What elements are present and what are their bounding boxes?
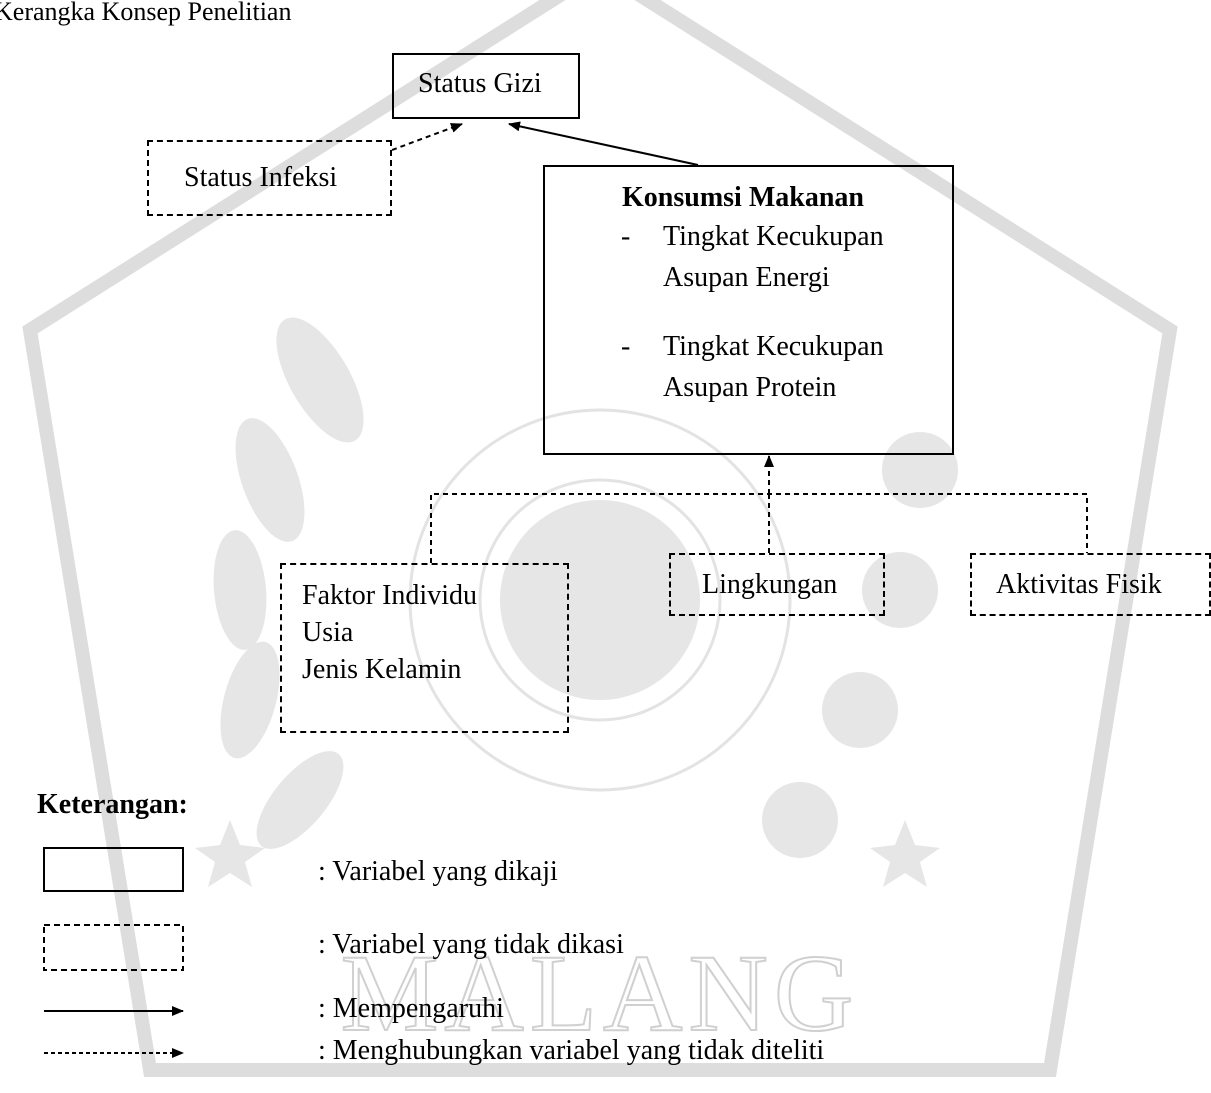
legend-title: Keterangan: xyxy=(37,789,188,820)
watermark-flower xyxy=(882,432,958,508)
node-aktivitas-fisik-label: Aktivitas Fisik xyxy=(996,569,1162,600)
page-heading: Kerangka Konsep Penelitian xyxy=(0,0,292,26)
watermark-flower xyxy=(822,672,898,748)
node-lingkungan: Lingkungan xyxy=(669,553,885,616)
connector-factors-bracket xyxy=(430,493,1088,563)
watermark-star-left xyxy=(195,820,265,887)
watermark-ring xyxy=(408,408,792,792)
arrow-status-infeksi-to-status-gizi xyxy=(391,123,463,151)
watermark-bottom-text: MALANG xyxy=(341,932,860,1054)
watermark-leaf xyxy=(220,641,280,759)
faktor-individu-line: Faktor Individu xyxy=(302,580,477,611)
konsumsi-item-line: Asupan Energi xyxy=(663,262,830,293)
konsumsi-item-line: Tingkat Kecukupan xyxy=(663,221,884,252)
legend-item-label: : Mempengaruhi xyxy=(318,993,504,1024)
node-lingkungan-label: Lingkungan xyxy=(702,569,838,600)
konsumsi-item-line: Asupan Protein xyxy=(663,372,837,403)
watermark-emblem xyxy=(500,500,700,700)
watermark-inner-ring xyxy=(478,478,722,722)
legend-item-label: : Menghubungkan variabel yang tidak dite… xyxy=(318,1035,825,1066)
watermark-pentagon xyxy=(22,0,1178,1077)
faktor-individu-line: Usia xyxy=(302,617,354,648)
arrow-konsumsi-to-status-gizi xyxy=(508,121,699,166)
watermark-flower xyxy=(762,782,838,858)
watermark-leaf xyxy=(256,751,344,849)
node-faktor-individu: Faktor Individu Usia Jenis Kelamin xyxy=(280,563,569,733)
node-status-gizi: Status Gizi xyxy=(392,53,580,119)
watermark-leaf xyxy=(276,317,364,443)
node-status-infeksi: Status Infeksi xyxy=(147,140,392,216)
watermark-leaf xyxy=(235,418,305,542)
watermark-leaf xyxy=(213,530,267,650)
konsumsi-item-line: Tingkat Kecukupan xyxy=(663,331,884,362)
node-konsumsi-makanan: Konsumsi Makanan - Tingkat Kecukupan Asu… xyxy=(543,165,954,455)
konsumsi-item-bullet: - xyxy=(621,221,631,252)
node-status-infeksi-label: Status Infeksi xyxy=(184,162,338,193)
konsumsi-item-bullet: - xyxy=(621,331,631,362)
watermark-flower xyxy=(862,552,938,628)
faktor-individu-line: Jenis Kelamin xyxy=(302,654,462,685)
node-status-gizi-label: Status Gizi xyxy=(418,68,542,99)
legend-solid-box-symbol xyxy=(43,847,184,892)
watermark-star-right xyxy=(870,820,940,887)
node-konsumsi-title: Konsumsi Makanan xyxy=(622,182,864,213)
node-aktivitas-fisik: Aktivitas Fisik xyxy=(970,553,1211,616)
legend-item-label: : Variabel yang dikaji xyxy=(318,856,558,887)
legend-dashed-box-symbol xyxy=(43,924,184,971)
legend-item-label: : Variabel yang tidak dikasi xyxy=(318,929,624,960)
